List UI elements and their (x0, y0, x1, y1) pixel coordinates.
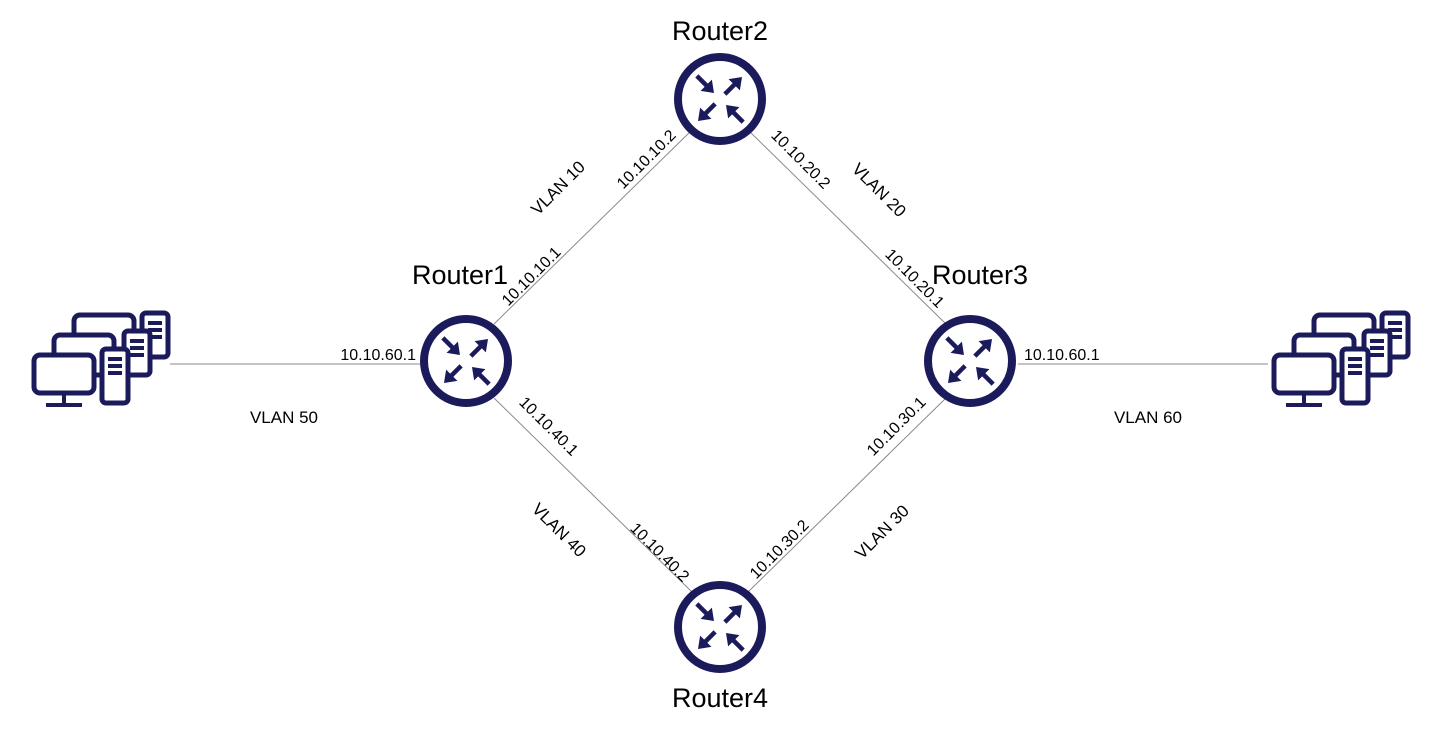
ip-label-r3-right: 10.10.60.1 (1024, 347, 1100, 364)
vlan-label-60: VLAN 60 (1114, 408, 1182, 427)
router1-label: Router1 (412, 260, 508, 290)
ip-label-r1-r4-near-r1: 10.10.40.1 (515, 394, 581, 460)
router3-label: Router3 (932, 260, 1028, 290)
router-icon (424, 319, 508, 403)
vlan-label-20: VLAN 20 (848, 159, 910, 221)
left-workstation-cluster[interactable] (34, 313, 168, 405)
link-router2-router3 (745, 127, 947, 325)
router-icon (928, 319, 1012, 403)
router-router1[interactable] (424, 319, 508, 403)
ip-label-r1-r2-near-r2: 10.10.10.2 (614, 127, 680, 193)
vlan-label-50: VLAN 50 (250, 408, 318, 427)
vlan-label-40: VLAN 40 (528, 499, 590, 561)
workstation-cluster-icon (1274, 313, 1408, 405)
router-router4[interactable] (678, 585, 762, 669)
router4-label: Router4 (672, 683, 768, 713)
router-router2[interactable] (678, 57, 762, 141)
link-router1-router2 (493, 127, 695, 325)
router-icon (678, 57, 762, 141)
workstation-cluster-icon (34, 313, 168, 405)
ip-label-r2-r3-near-r2: 10.10.20.2 (767, 127, 833, 193)
link-router3-router4 (745, 397, 947, 595)
ip-label-left-r1: 10.10.60.1 (340, 347, 416, 364)
right-workstation-cluster[interactable] (1274, 313, 1408, 405)
ip-label-r3-r4-near-r4: 10.10.30.2 (747, 517, 813, 583)
router2-label: Router2 (672, 16, 768, 46)
router-icon (678, 585, 762, 669)
link-router1-router4 (493, 397, 695, 595)
vlan-label-10: VLAN 10 (527, 157, 589, 219)
ip-label-r3-r4-near-r3: 10.10.30.1 (864, 394, 930, 460)
router-router3[interactable] (928, 319, 1012, 403)
ip-label-r1-r2-near-r1: 10.10.10.1 (499, 244, 565, 310)
ip-label-r1-r4-near-r4: 10.10.40.2 (626, 520, 692, 586)
vlan-label-30: VLAN 30 (851, 501, 913, 563)
